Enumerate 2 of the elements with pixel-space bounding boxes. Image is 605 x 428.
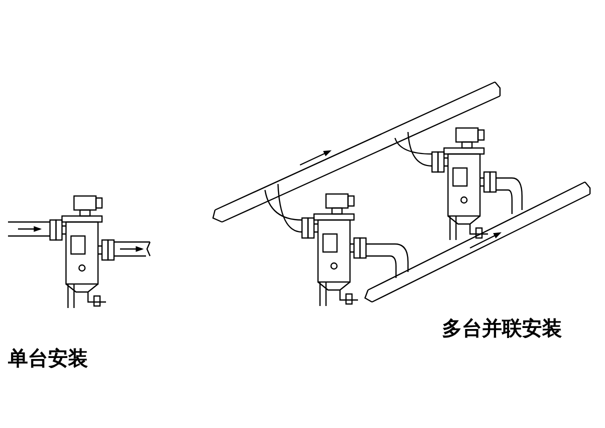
caption-text: 单台安装 bbox=[8, 348, 88, 368]
caption-text: 多台并联安装 bbox=[442, 318, 562, 338]
